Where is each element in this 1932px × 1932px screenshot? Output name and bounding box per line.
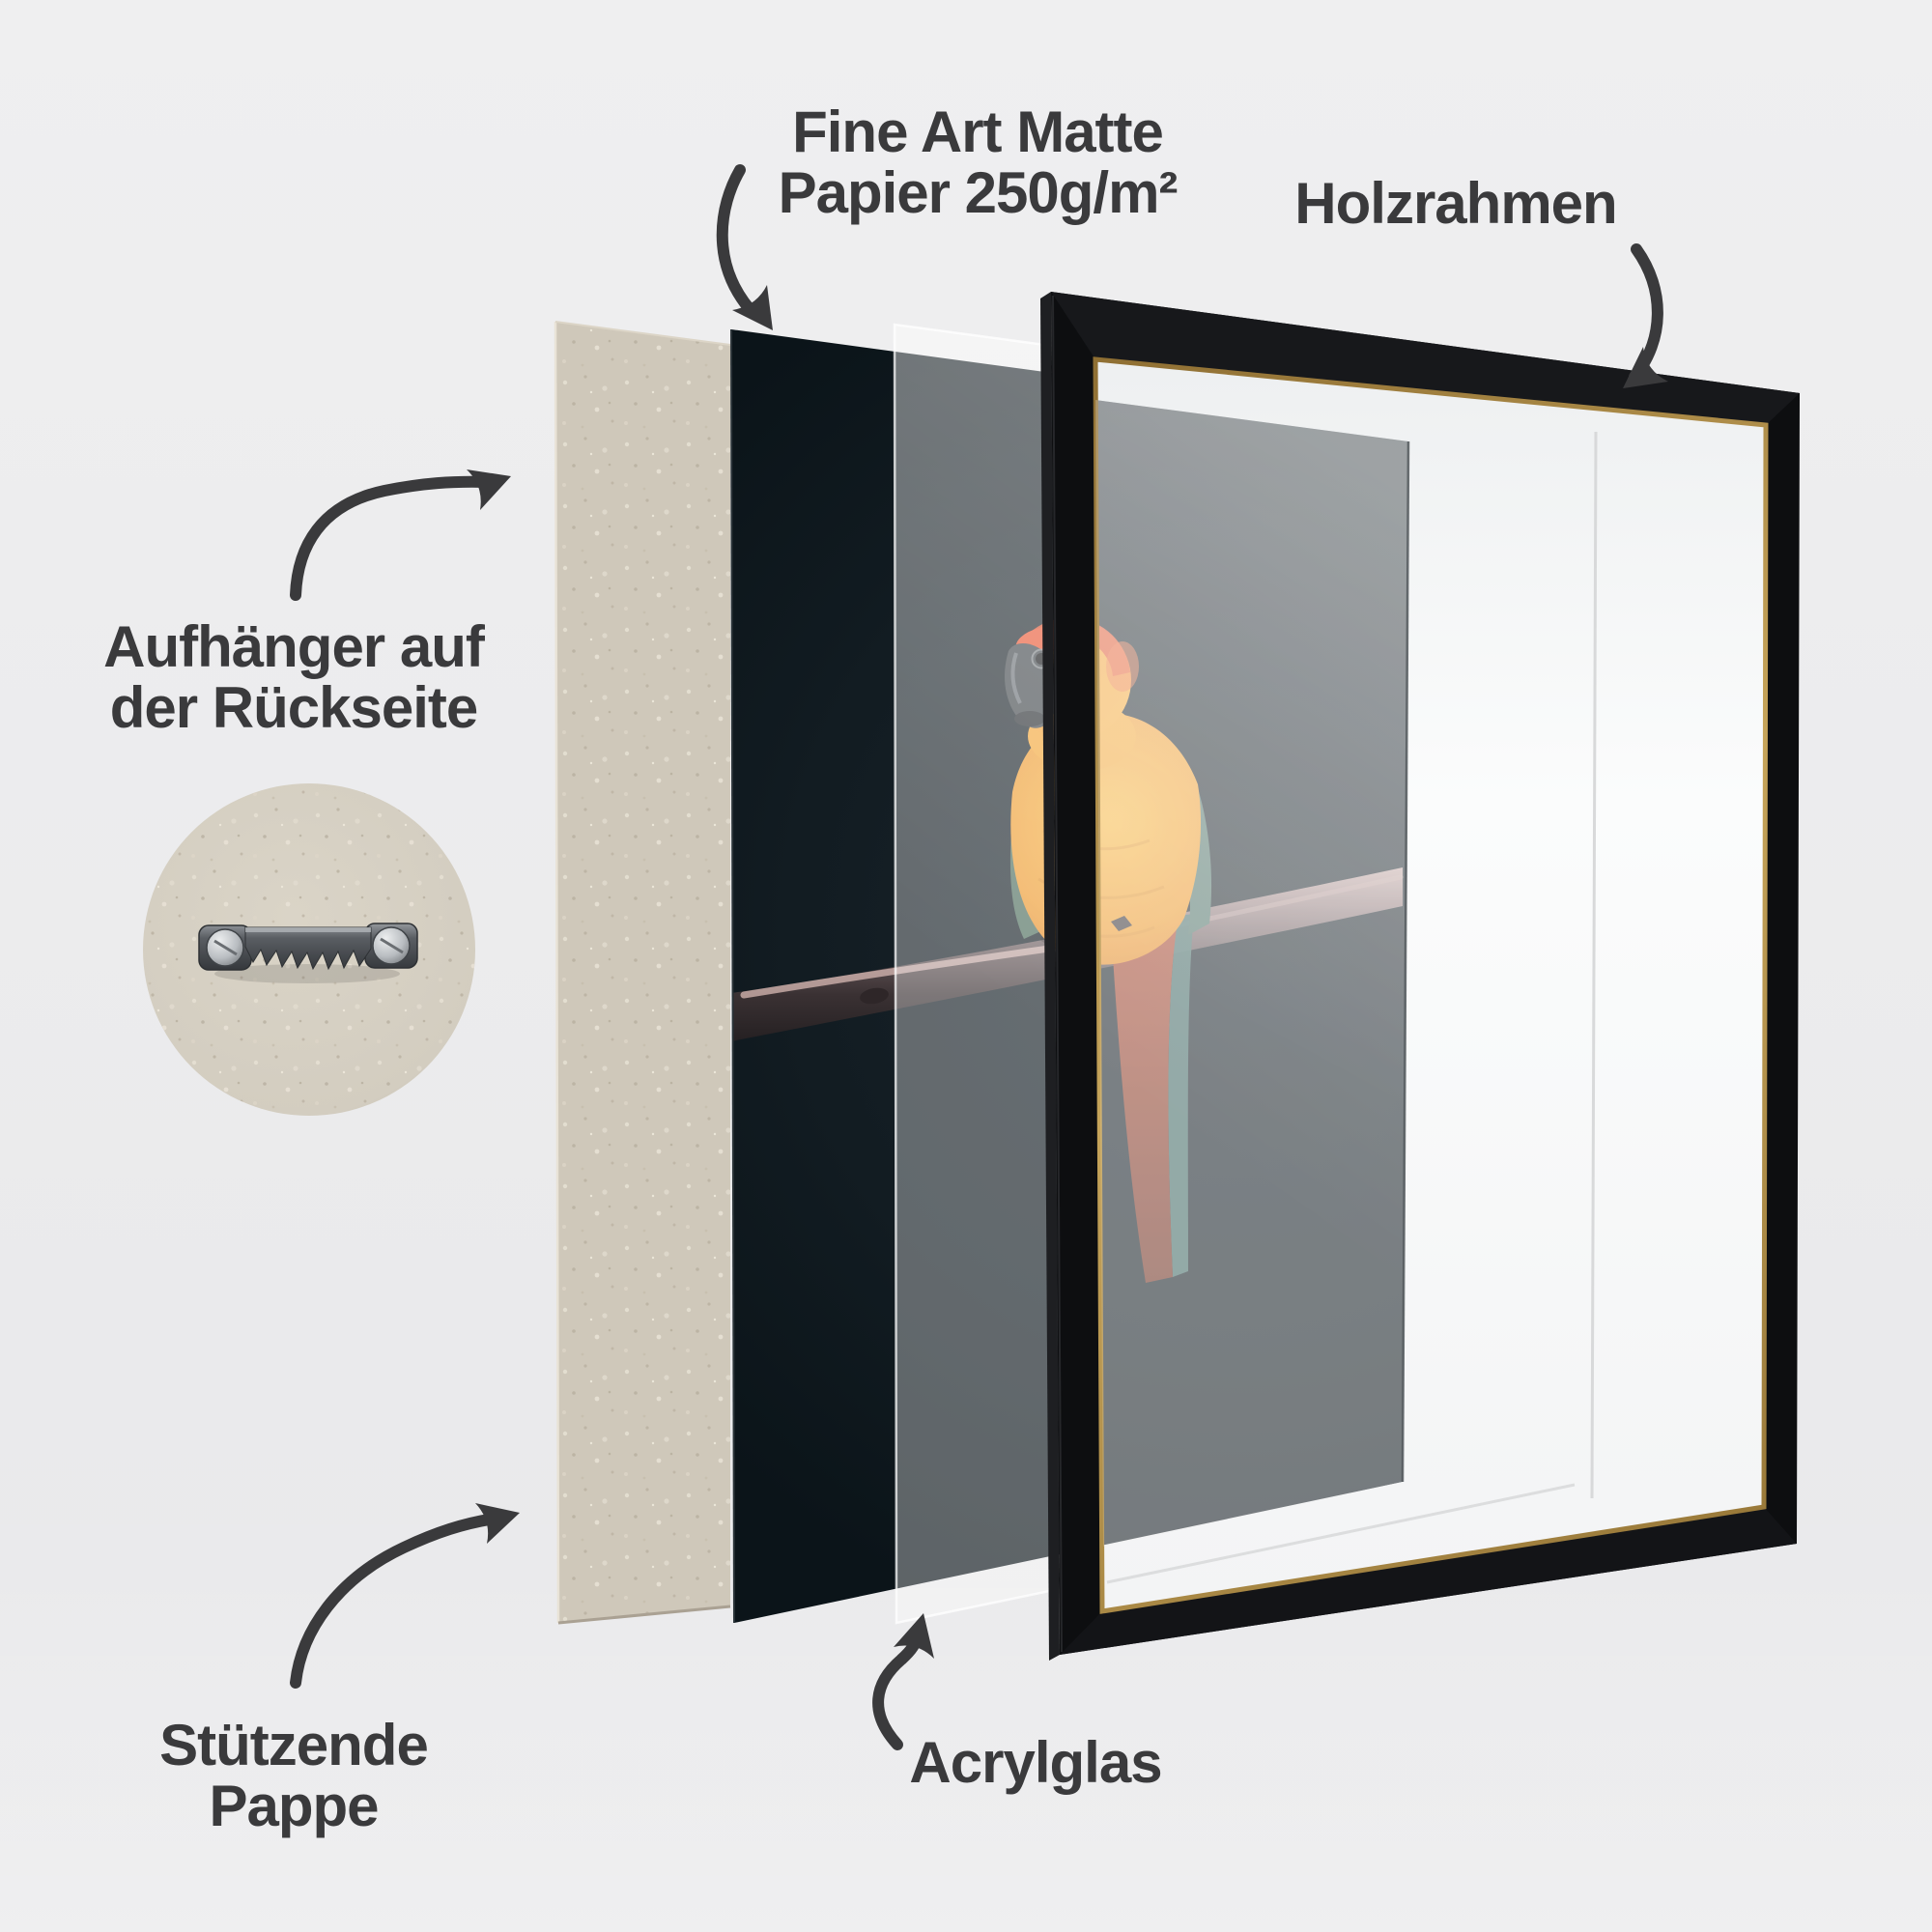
label-paper-line2: Papier 250g/m²	[779, 160, 1178, 225]
label-cardboard-line2: Pappe	[209, 1774, 378, 1838]
label-hanger-line1: Aufhänger auf	[103, 614, 486, 679]
frame-arrow-icon	[1623, 243, 1668, 388]
label-cardboard-line1: Stützende	[159, 1713, 428, 1777]
label-paper-line1: Fine Art Matte	[792, 99, 1163, 164]
hanger-arrow-icon	[290, 469, 511, 601]
label-frame: Holzrahmen	[1294, 171, 1616, 236]
callout-labels: Fine Art Matte Papier 250g/m² Holzrahmen…	[103, 99, 1618, 1838]
callout-arrows	[290, 164, 1668, 1750]
cardboard-backing-layer	[554, 321, 731, 1625]
frame-side-face	[1040, 292, 1060, 1661]
label-acrylic: Acrylglas	[909, 1730, 1161, 1795]
acrylic-arrow-icon	[872, 1613, 934, 1750]
paper-arrow-icon	[716, 164, 773, 330]
wooden-frame-layer	[1040, 292, 1800, 1661]
frame-mat	[1095, 359, 1766, 1611]
hanger-detail-inset	[143, 783, 475, 1116]
sawtooth-hanger	[198, 923, 418, 983]
acrylic-edge-on-mat	[1590, 431, 1598, 1499]
sawtooth-strip	[244, 926, 372, 971]
frame-gold-bead	[1093, 356, 1769, 1614]
cardboard-arrow-icon	[290, 1503, 520, 1689]
label-hanger-line2: der Rückseite	[110, 675, 478, 740]
